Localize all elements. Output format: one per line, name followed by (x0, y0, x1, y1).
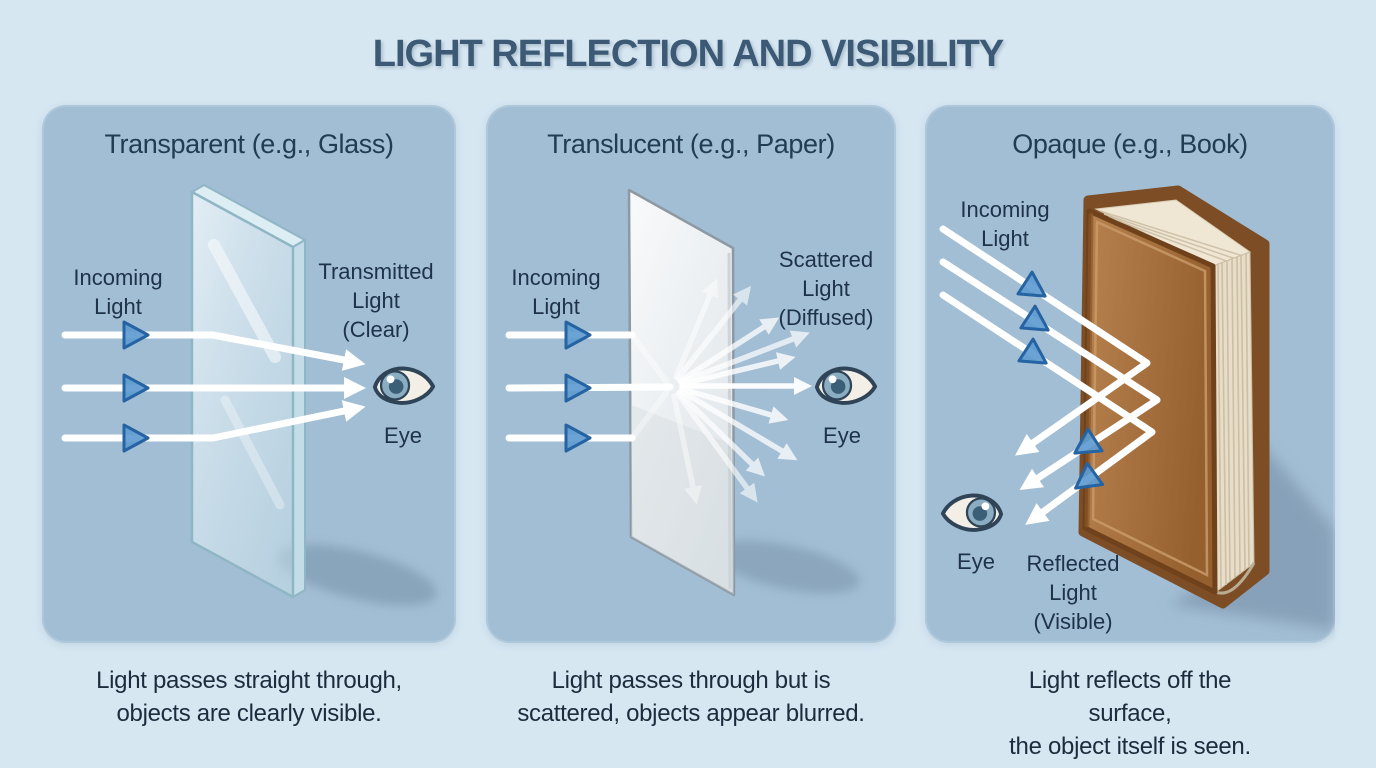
incoming-arrowhead-icon (564, 423, 592, 453)
incoming-arrowhead-icon (564, 373, 592, 403)
incoming-arrowhead-icon (122, 320, 150, 350)
incoming-arrowhead-icon (122, 373, 150, 403)
book-pages-side (1212, 251, 1256, 595)
incoming-arrowhead-icon (1016, 270, 1054, 309)
eye-icon (940, 493, 1004, 532)
panel-translucent: Translucent (e.g., Paper) (486, 105, 896, 643)
eye-label: Eye (823, 423, 861, 448)
transparent-diagram (61, 184, 437, 606)
glass-shadow (277, 544, 437, 606)
panel-opaque: Opaque (e.g., Book) (925, 105, 1335, 643)
transmitted-light-arrows (341, 349, 368, 422)
incoming-light-label: Incoming Light (511, 265, 601, 320)
caption-transparent: Light passes straight through, objects a… (96, 667, 402, 728)
incoming-light-arrows (505, 320, 674, 453)
scattered-light-arrows (671, 274, 814, 508)
transmitted-light-label: Transmitted Light (Clear) (318, 259, 434, 343)
eye-icon (814, 366, 878, 405)
book (1078, 185, 1270, 609)
incoming-arrowhead-icon (1019, 304, 1057, 343)
reflected-light-label: Reflected Light (Visible) (1026, 551, 1120, 635)
incoming-arrowhead-icon (122, 423, 150, 453)
opaque-diagram (939, 185, 1335, 630)
incoming-light-arrows (61, 320, 348, 453)
eye-label: Eye (957, 549, 995, 574)
glass-pane (190, 184, 306, 599)
incoming-light-label: Incoming Light (73, 265, 163, 320)
panel-title: Translucent (e.g., Paper) (547, 129, 835, 159)
scattered-light-label: Scattered Light (Diffused) (778, 247, 874, 331)
incoming-arrowhead-icon (564, 320, 592, 350)
paper-shadow (712, 540, 860, 594)
eye-label: Eye (384, 423, 422, 448)
eye-icon (372, 366, 436, 405)
main-title: LIGHT REFLECTION AND VISIBILITY (372, 33, 1004, 75)
caption-translucent: Light passes through but is scattered, o… (517, 667, 865, 728)
panel-transparent: Transparent (e.g., Glass) (42, 105, 456, 643)
translucent-diagram (505, 188, 878, 597)
caption-opaque: Light reflects off the surface, the obje… (1009, 667, 1251, 761)
book-cover-rim (1091, 220, 1209, 578)
incoming-light-label: Incoming Light (960, 197, 1050, 252)
panel-title: Transparent (e.g., Glass) (104, 129, 394, 159)
panel-title: Opaque (e.g., Book) (1012, 129, 1248, 159)
